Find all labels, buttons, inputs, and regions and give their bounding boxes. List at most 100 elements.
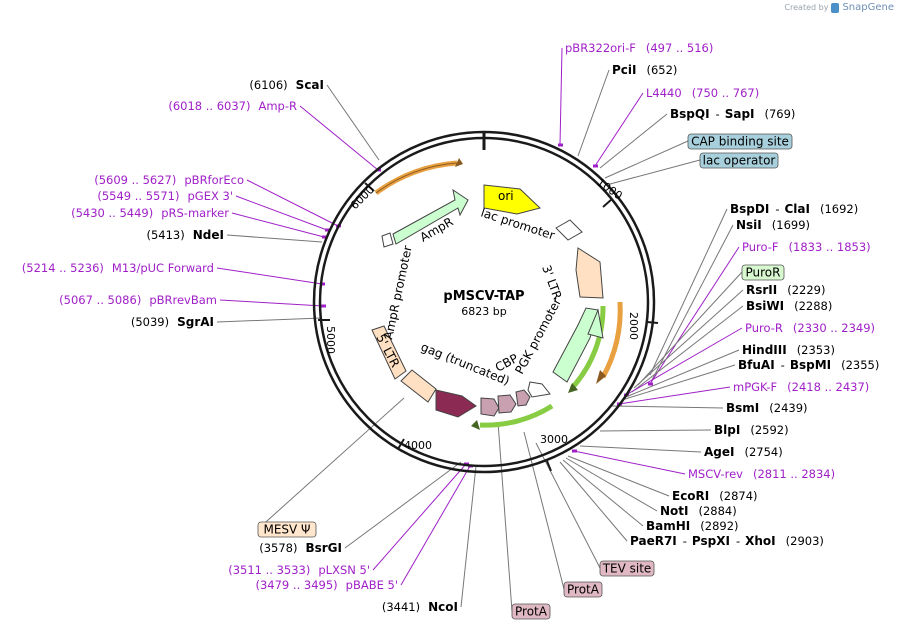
pgk-promoter-feature[interactable] <box>552 307 599 383</box>
leader-pcii <box>577 69 610 157</box>
pgk-promoter-label: PGK promoter <box>512 296 564 377</box>
label-pcii[interactable]: PciI(652) <box>612 63 677 77</box>
ampr-feature[interactable] <box>392 188 469 245</box>
label-paer7i[interactable]: PaeR7I-PspXI-XhoI(2903) <box>630 534 824 548</box>
leader-m13-puc-forward <box>216 267 323 285</box>
leader-pgex-3 <box>235 195 328 231</box>
label-pgex-3[interactable]: (5549 .. 5571)pGEX 3' <box>97 189 233 203</box>
text-bsmi: BsmI(2439) <box>726 401 808 415</box>
text-plxsn-5: (3511 .. 3533)pLXSN 5' <box>228 563 370 577</box>
box-text-cap-binding-site: CAP binding site <box>691 135 789 149</box>
5ltr-feature[interactable] <box>371 325 407 380</box>
label-sgrai[interactable]: (5039)SgrAI <box>131 315 214 329</box>
label-nsii[interactable]: NsiI(1699) <box>736 218 810 232</box>
backbone-arrows <box>374 158 623 430</box>
snapgene-watermark: Created by SnapGene <box>784 2 894 13</box>
tag-feature-1[interactable] <box>480 397 500 417</box>
label-bsiwi[interactable]: BsiWI(2288) <box>746 299 832 313</box>
text-scai: (6106)ScaI <box>249 78 324 92</box>
label-puro-f[interactable]: Puro-F(1833 .. 1853) <box>742 240 871 254</box>
label-l4440[interactable]: L4440(750 .. 767) <box>646 86 759 100</box>
label-pbabe-5[interactable]: (3479 .. 3495)pBABE 5' <box>256 578 399 592</box>
text-agei: AgeI(2754) <box>704 445 783 459</box>
box-prota-1 <box>563 581 603 598</box>
green-arrow-bottom <box>479 403 554 428</box>
3ltr-feature[interactable] <box>575 247 604 299</box>
label-pbrrevbam[interactable]: (5067 .. 5086)pBRrevBam <box>59 293 217 307</box>
label-mscv-rev[interactable]: MSCV-rev(2811 .. 2834) <box>688 467 835 481</box>
tick-label-5: 5000 <box>324 326 337 354</box>
box-cap-binding-site <box>687 133 793 150</box>
label-bspdi-clai[interactable]: BspDI-ClaI(1692) <box>730 202 858 216</box>
label-bamhi[interactable]: BamHI(2892) <box>646 519 739 533</box>
leader-plxsn-5 <box>372 463 467 571</box>
label-amp-r[interactable]: (6018 .. 6037)Amp-R <box>168 99 297 113</box>
label-bsrgi[interactable]: (3578)BsrGI <box>259 541 342 555</box>
label-ecori[interactable]: EcoRI(2874) <box>672 489 758 503</box>
text-pbr322ori-f: pBR322ori-F(497 .. 516) <box>565 41 713 55</box>
text-bfuai-bspmi: BfuAI-BspMI(2355) <box>738 358 879 372</box>
label-mpgk-f[interactable]: mPGK-F(2418 .. 2437) <box>733 380 869 394</box>
label-prota-1[interactable]: ProtA <box>563 581 603 598</box>
label-puror[interactable]: PuroR <box>741 264 785 281</box>
text-bspqi-sapi: BspQI-SapI(769) <box>670 107 795 121</box>
text-nsii: NsiI(1699) <box>736 218 810 232</box>
label-bfuai-bspmi[interactable]: BfuAI-BspMI(2355) <box>738 358 879 372</box>
label-mesv-psi[interactable]: MESV Ψ <box>257 521 317 538</box>
label-puro-r[interactable]: Puro-R(2330 .. 2349) <box>745 321 875 335</box>
text-ndei: (5413)NdeI <box>147 228 225 242</box>
leader-paer7i <box>559 461 628 542</box>
text-prs-marker: (5430 .. 5449)pRS-marker <box>71 206 229 220</box>
label-scai[interactable]: (6106)ScaI <box>249 78 324 92</box>
box-text-tev-site: TEV site <box>602 562 652 576</box>
label-prs-marker[interactable]: (5430 .. 5449)pRS-marker <box>71 206 229 220</box>
label-hindiii[interactable]: HindIII(2353) <box>742 343 835 357</box>
label-cap-binding-site[interactable]: CAP binding site <box>687 133 793 150</box>
leader-bfuai-bspmi <box>621 364 736 401</box>
label-pbr322ori-f[interactable]: pBR322ori-F(497 .. 516) <box>565 41 713 55</box>
cbp-feature[interactable] <box>527 381 551 398</box>
label-agei[interactable]: AgeI(2754) <box>704 445 783 459</box>
label-lac-operator[interactable]: lac operator <box>699 152 779 169</box>
green-arrow-right-head <box>568 383 578 393</box>
text-ncoi: (3441)NcoI <box>382 600 458 614</box>
label-ndei[interactable]: (5413)NdeI <box>147 228 225 242</box>
leader-prs-marker <box>231 212 325 238</box>
label-tev-site[interactable]: TEV site <box>599 560 655 577</box>
text-sgrai: (5039)SgrAI <box>131 315 214 329</box>
leader-prota-2 <box>497 421 513 612</box>
tag-feature-2[interactable] <box>497 394 517 414</box>
label-plxsn-5[interactable]: (3511 .. 3533)pLXSN 5' <box>228 563 370 577</box>
label-pbrforeco[interactable]: (5609 .. 5627)pBRforEco <box>94 173 244 187</box>
text-blpi: BlpI(2592) <box>714 423 789 437</box>
label-m13-puc-forward[interactable]: (5214 .. 5236)M13/pUC Forward <box>22 261 214 275</box>
green-arrow-right <box>570 305 606 390</box>
label-ncoi[interactable]: (3441)NcoI <box>382 600 458 614</box>
tag-feature-3[interactable] <box>515 389 531 407</box>
text-bamhi: BamHI(2892) <box>646 519 739 533</box>
label-bsmi[interactable]: BsmI(2439) <box>726 401 808 415</box>
leader-sgrai <box>216 317 323 323</box>
ori-feature[interactable] <box>483 184 541 215</box>
orange-arrow-right-head <box>596 370 606 384</box>
leader-tev-site <box>535 442 601 569</box>
text-rsrii: RsrII(2229) <box>746 283 825 297</box>
leader-l4440 <box>594 92 644 167</box>
box-text-prota-1: ProtA <box>567 583 600 597</box>
label-noti[interactable]: NotI(2884) <box>660 504 737 518</box>
label-bspqi-sapi[interactable]: BspQI-SapI(769) <box>670 107 795 121</box>
lac-promoter-feature[interactable] <box>555 219 583 241</box>
box-puror <box>741 264 785 281</box>
tick-mark-6 <box>364 182 375 192</box>
label-blpi[interactable]: BlpI(2592) <box>714 423 789 437</box>
box-mesv-psi <box>257 521 317 538</box>
gag-feature[interactable] <box>435 389 477 418</box>
ampr-promoter-feature[interactable] <box>381 232 394 248</box>
leader-bsiwi <box>631 305 744 393</box>
leader-bspdi-clai <box>649 208 728 376</box>
ori-label: ori <box>498 189 514 203</box>
site-labels: pBR322ori-F(497 .. 516) PciI(652) L4440(75… <box>22 41 879 620</box>
3ltr-label: 3' LTR <box>539 263 564 301</box>
label-prota-2[interactable]: ProtA <box>511 603 551 620</box>
label-rsrii[interactable]: RsrII(2229) <box>746 283 825 297</box>
